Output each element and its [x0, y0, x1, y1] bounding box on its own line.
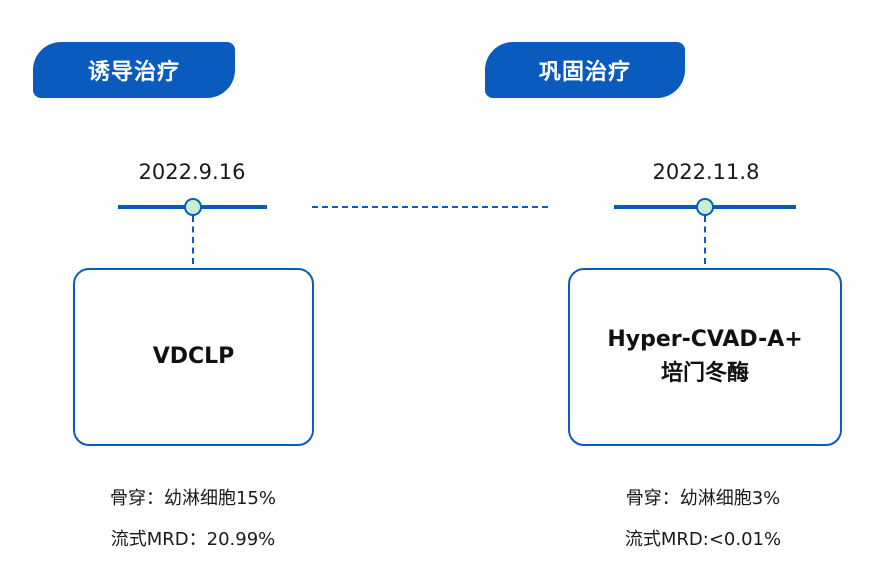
timeline-node-consolidation: [696, 198, 714, 216]
regimen-line: 培门冬酶: [660, 361, 749, 386]
phase-label-induction: 诱导治疗: [33, 42, 235, 98]
result-mrd-consolidation: 流式MRD:<0.01%: [624, 529, 782, 550]
regimen-line: Hyper-CVAD-A+: [607, 327, 803, 352]
result-mrd-induction: 流式MRD：20.99%: [110, 529, 276, 550]
result-bone-marrow-consolidation: 骨穿：幼淋细胞3%: [625, 488, 781, 509]
phase-date-consolidation: 2022.11.8: [652, 160, 760, 184]
connector-dashed-consolidation: [704, 216, 706, 264]
phase-date-induction: 2022.9.16: [138, 160, 246, 184]
phase-label-consolidation: 巩固治疗: [485, 42, 685, 98]
timeline-node-induction: [184, 198, 202, 216]
result-bone-marrow-induction: 骨穿：幼淋细胞15%: [109, 488, 276, 509]
regimen-line: VDCLP: [152, 344, 235, 369]
timeline-dashed-link: [312, 206, 548, 208]
regimen-box-consolidation: Hyper-CVAD-A+ 培门冬酶: [568, 268, 842, 446]
connector-dashed-induction: [192, 216, 194, 264]
regimen-box-induction: VDCLP: [73, 268, 314, 446]
